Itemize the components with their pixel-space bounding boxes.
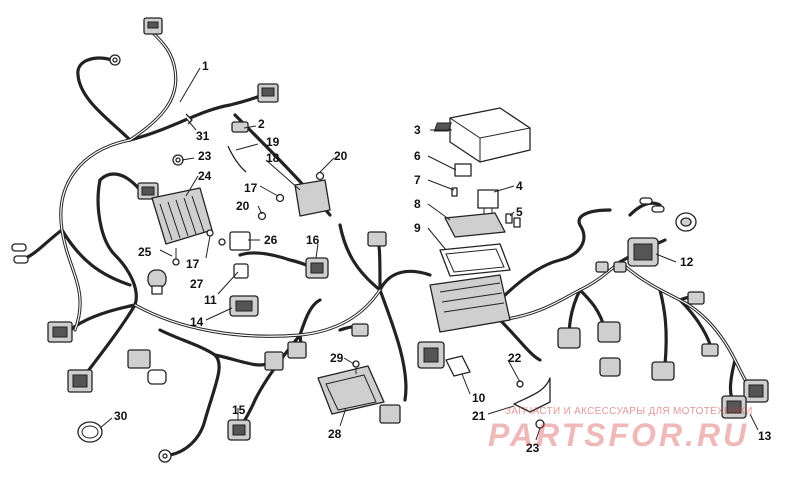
callout-8: 8 xyxy=(414,197,421,211)
watermark: ЗАПЧАСТИ И АКСЕССУАРЫ ДЛЯ МОТОТЕХНИКИ PA… xyxy=(488,406,753,453)
bullet-connectors-left xyxy=(11,243,29,264)
connector-right-b xyxy=(651,291,719,381)
callout-18: 18 xyxy=(266,151,280,165)
ring-terminal-bottom xyxy=(158,449,172,463)
relay-18 xyxy=(294,179,331,217)
leader-lines xyxy=(99,67,759,441)
connector-left-b xyxy=(67,369,93,393)
callout-17a: 17 xyxy=(244,181,258,195)
bracket-26 xyxy=(229,231,251,279)
callout-25: 25 xyxy=(138,245,152,259)
callout-numbers: 1 2 3 4 5 6 7 8 9 10 11 12 13 14 15 16 1… xyxy=(114,59,772,455)
callout-16: 16 xyxy=(306,233,320,247)
callout-9: 9 xyxy=(414,221,421,235)
connector-28-side xyxy=(379,404,401,424)
screw-29 xyxy=(352,360,360,374)
callout-27: 27 xyxy=(190,277,204,291)
relay-large xyxy=(477,189,499,216)
connector-mid-a xyxy=(264,341,307,371)
callout-19: 19 xyxy=(266,135,280,149)
callout-15: 15 xyxy=(232,403,246,417)
connector-15 xyxy=(227,419,251,441)
callout-6: 6 xyxy=(414,149,421,163)
connector-left-a xyxy=(47,321,73,343)
connector-14 xyxy=(229,295,259,317)
callout-17b: 17 xyxy=(186,257,200,271)
gasket-9 xyxy=(439,243,511,277)
connector-lower-center xyxy=(417,341,445,369)
nut-23 xyxy=(172,154,184,166)
diode-10 xyxy=(445,355,471,377)
connector-right-a xyxy=(557,321,621,377)
ecu-module-28 xyxy=(317,365,385,415)
fuse-box-base xyxy=(429,274,511,333)
ring-terminal-top xyxy=(109,54,121,66)
callout-11: 11 xyxy=(204,293,217,307)
callout-2: 2 xyxy=(258,117,265,131)
bracket-21 xyxy=(513,377,551,413)
connector-2 xyxy=(231,121,249,133)
bolt-25 xyxy=(172,248,180,266)
callout-30: 30 xyxy=(114,409,128,423)
sensor-plug xyxy=(147,269,167,295)
relay-small xyxy=(454,163,472,177)
hose-19 xyxy=(227,145,247,173)
connector-left-mid xyxy=(137,182,159,200)
connector-mid-b xyxy=(351,231,387,337)
fuse-box-cover xyxy=(433,107,531,163)
connector-16 xyxy=(305,257,329,279)
callout-20a: 20 xyxy=(334,149,348,163)
callout-24: 24 xyxy=(198,169,212,183)
connector-top-left xyxy=(143,17,163,35)
fuse-7 xyxy=(451,187,458,197)
callout-26: 26 xyxy=(264,233,278,247)
clamp-30 xyxy=(77,421,103,443)
callout-1: 1 xyxy=(202,59,209,73)
callout-23a: 23 xyxy=(198,149,212,163)
callout-28: 28 xyxy=(328,427,342,441)
connector-13 xyxy=(721,379,769,419)
fuse-label-8 xyxy=(444,212,506,238)
regulator-24 xyxy=(151,187,213,245)
callout-21: 21 xyxy=(472,409,486,423)
callout-3: 3 xyxy=(414,123,421,137)
connector-left-c xyxy=(127,349,167,385)
screws-17-20 xyxy=(206,171,325,246)
callout-31: 31 xyxy=(196,129,210,143)
callout-20b: 20 xyxy=(236,199,250,213)
callout-22: 22 xyxy=(508,351,522,365)
watermark-logo: PARTSFOR.RU xyxy=(488,417,749,453)
callout-4: 4 xyxy=(516,179,523,193)
connector-harness-top xyxy=(257,83,279,103)
connector-12 xyxy=(595,237,659,273)
callout-5: 5 xyxy=(516,205,523,219)
callout-29: 29 xyxy=(330,351,344,365)
callout-14: 14 xyxy=(190,315,204,329)
callout-13: 13 xyxy=(758,429,772,443)
bullet-connectors-right xyxy=(639,197,665,213)
callout-10: 10 xyxy=(472,391,486,405)
callout-23b: 23 xyxy=(526,441,540,455)
fuse-5 xyxy=(505,213,521,228)
callout-7: 7 xyxy=(414,173,421,187)
round-switch-right xyxy=(675,212,697,232)
callout-12: 12 xyxy=(680,255,694,269)
watermark-text: ЗАПЧАСТИ И АКСЕССУАРЫ ДЛЯ МОТОТЕХНИКИ xyxy=(505,406,753,417)
